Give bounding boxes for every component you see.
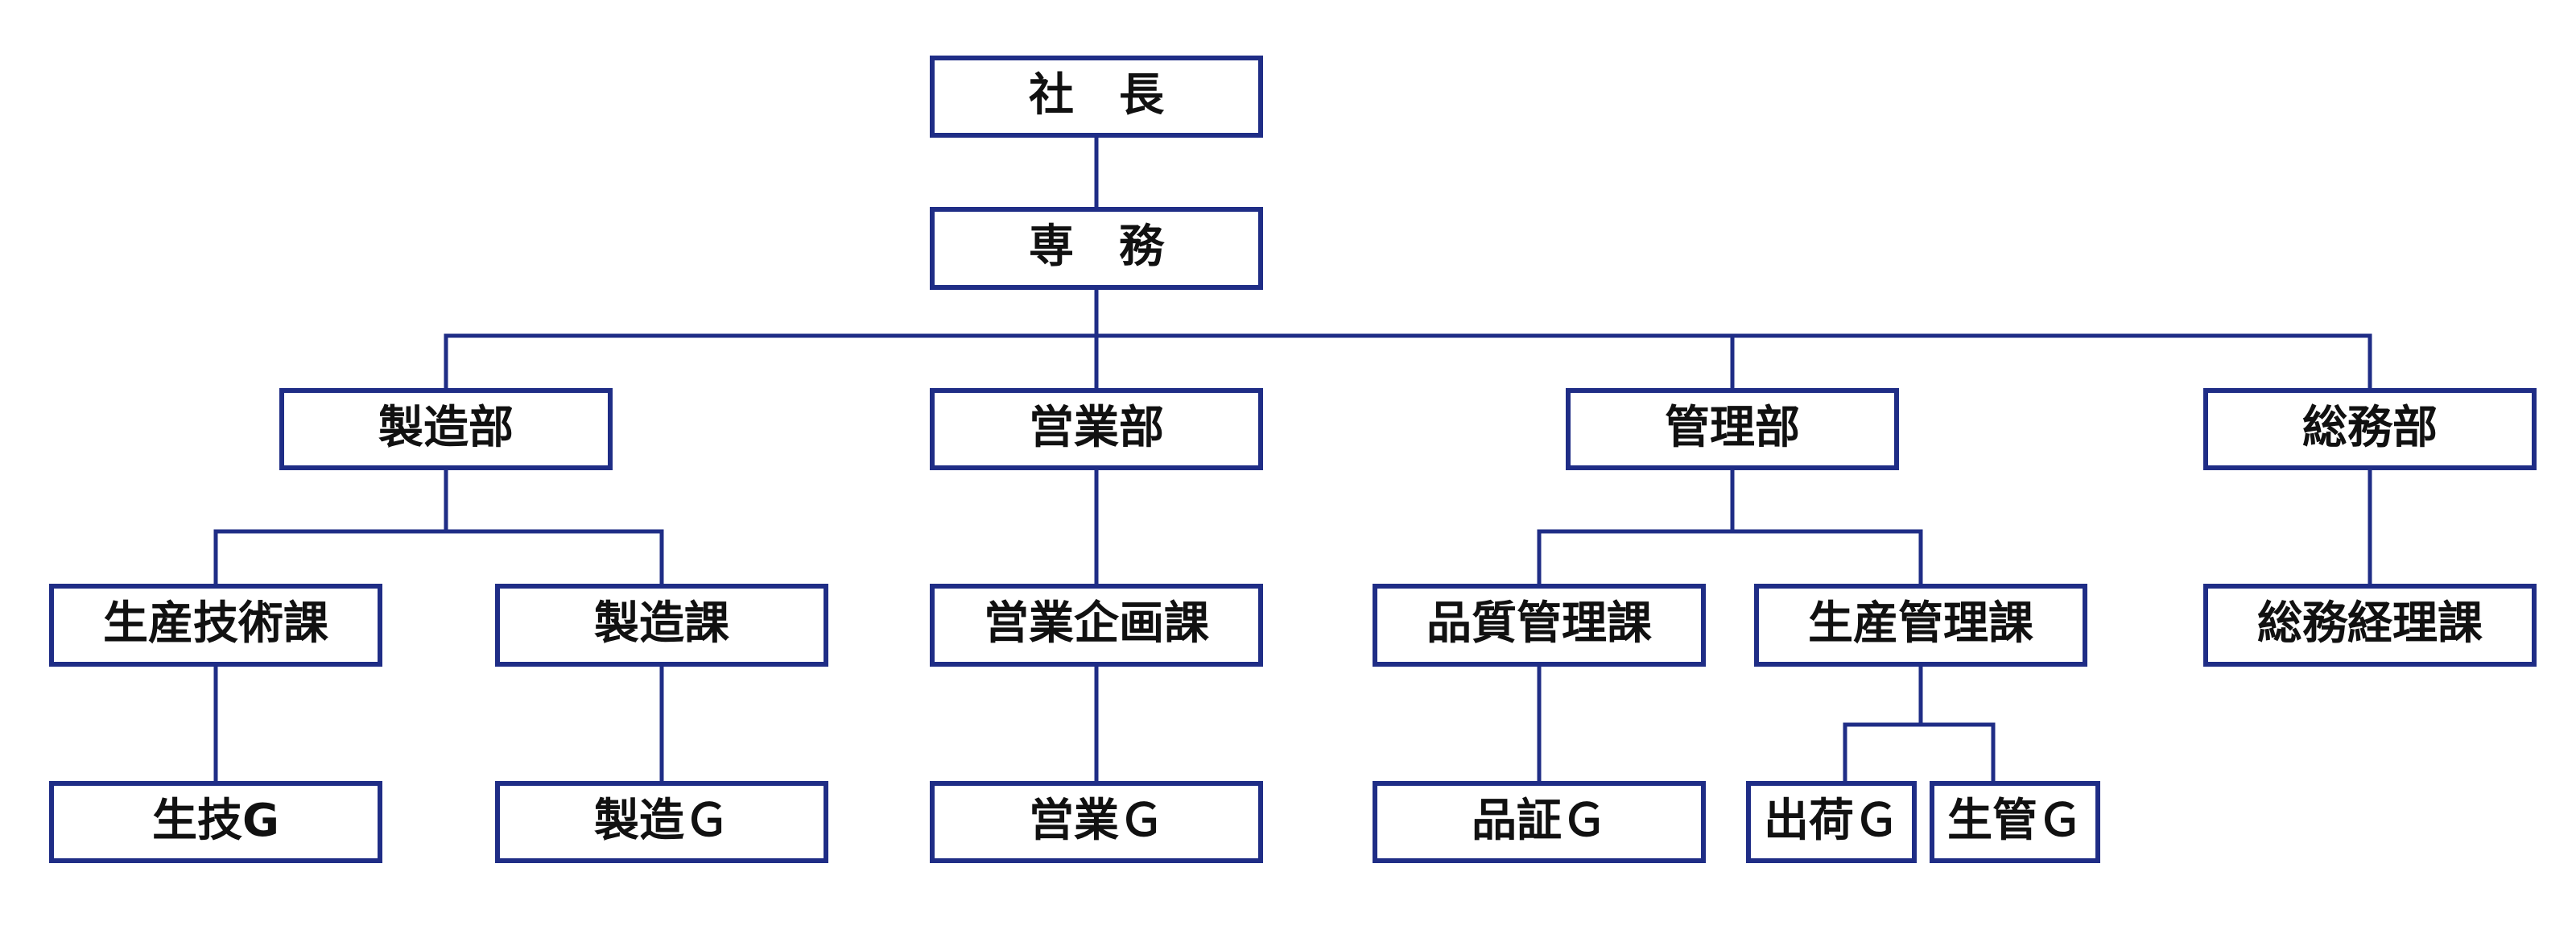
quality-control-section-label: 品質管理課: [1426, 597, 1652, 650]
manufacturing-dept-label: 製造部: [378, 402, 514, 454]
org-node-sales-group: 営業Ｇ: [930, 781, 1263, 863]
org-node-shipping-group: 出荷Ｇ: [1746, 781, 1917, 863]
connector-manufacturing-dept-branch: [213, 465, 664, 589]
management-dept-label: 管理部: [1665, 402, 1800, 454]
org-node-production-control-section: 生産管理課: [1754, 584, 2087, 667]
org-node-production-mgmt-group: 生管Ｇ: [1930, 781, 2100, 863]
org-node-production-engineering-section: 生産技術課: [49, 584, 382, 667]
sales-planning-section-label: 営業企画課: [984, 597, 1209, 650]
org-connectors: [213, 133, 2372, 786]
prod-tech-group-label: 生技G: [152, 795, 279, 847]
sales-group-label: 営業Ｇ: [1029, 795, 1164, 847]
org-node-sales-planning-section: 営業企画課: [930, 584, 1263, 667]
president-label: 社 長: [1029, 69, 1165, 122]
senior-director-label: 専 務: [1029, 221, 1165, 273]
org-node-president: 社 長: [930, 56, 1263, 138]
org-node-manufacturing-dept: 製造部: [279, 388, 613, 470]
org-node-general-accounting-section: 総務経理課: [2203, 584, 2537, 667]
production-engineering-section-label: 生産技術課: [103, 597, 328, 650]
manufacturing-group-label: 製造Ｇ: [594, 795, 729, 847]
org-node-manufacturing-section: 製造課: [495, 584, 828, 667]
production-mgmt-group-label: 生管Ｇ: [1947, 795, 2083, 847]
org-node-senior-director: 専 務: [930, 207, 1263, 290]
connector-production-control-branch: [1843, 662, 1996, 786]
manufacturing-section-label: 製造課: [594, 597, 729, 650]
org-node-general-affairs-dept: 総務部: [2203, 388, 2537, 470]
sales-dept-label: 営業部: [1029, 402, 1164, 454]
general-accounting-section-label: 総務経理課: [2257, 597, 2483, 650]
org-node-manufacturing-group: 製造Ｇ: [495, 781, 828, 863]
org-node-quality-control-section: 品質管理課: [1373, 584, 1706, 667]
org-node-quality-assurance-group: 品証Ｇ: [1373, 781, 1706, 863]
org-node-management-dept: 管理部: [1566, 388, 1899, 470]
org-node-sales-dept: 営業部: [930, 388, 1263, 470]
org-node-prod-tech-group: 生技G: [49, 781, 382, 863]
general-affairs-dept-label: 総務部: [2302, 402, 2438, 454]
connector-management-dept-branch: [1537, 465, 1923, 589]
shipping-group-label: 出荷Ｇ: [1764, 795, 1899, 847]
quality-assurance-group-label: 品証Ｇ: [1472, 795, 1607, 847]
production-control-section-label: 生産管理課: [1808, 597, 2033, 650]
